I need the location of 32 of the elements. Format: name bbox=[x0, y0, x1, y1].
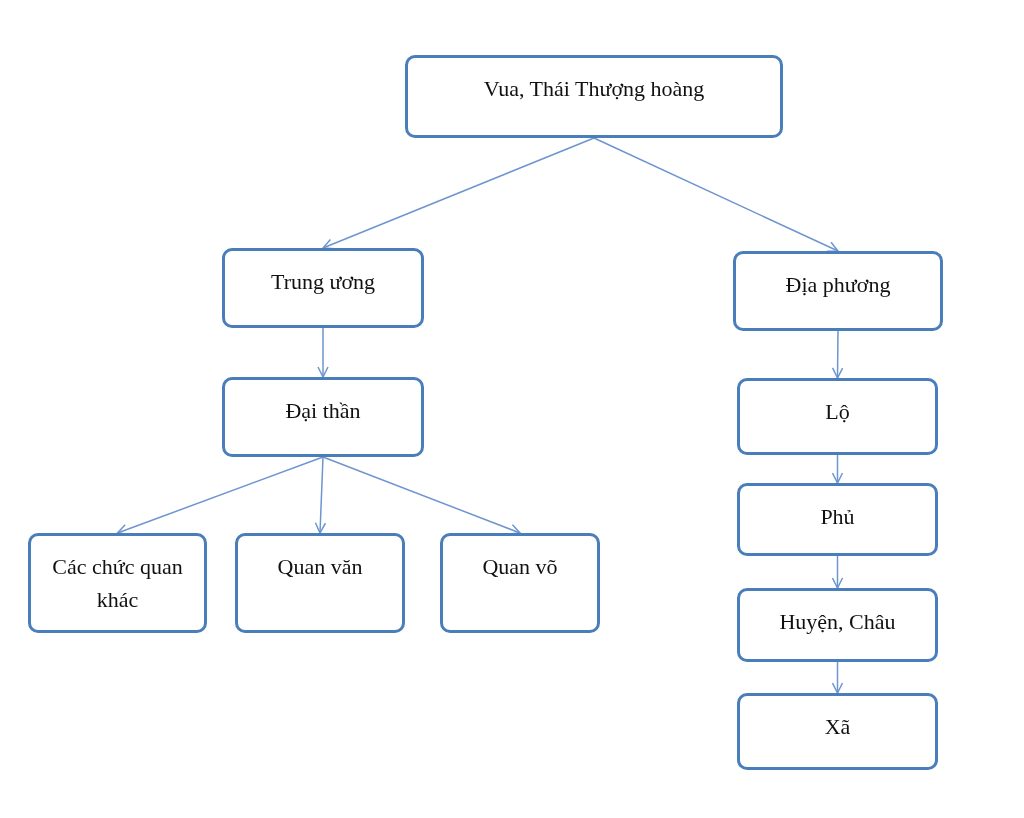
box-label: Đại thần bbox=[284, 397, 362, 425]
arrow bbox=[322, 137, 595, 250]
process-box bbox=[737, 588, 938, 662]
process-box bbox=[440, 533, 600, 633]
box-label: Phủ bbox=[819, 503, 856, 531]
arrow bbox=[314, 456, 327, 534]
box-label: Các chức quan khác bbox=[51, 553, 184, 614]
box-label: Huyện, Châu bbox=[778, 608, 897, 636]
process-box bbox=[28, 533, 207, 633]
arrow bbox=[831, 661, 844, 694]
process-box bbox=[737, 378, 938, 455]
arrow bbox=[322, 456, 521, 535]
box-label: Lộ bbox=[824, 398, 851, 426]
box-label: Quan võ bbox=[481, 553, 559, 581]
box-label: Trung ương bbox=[269, 268, 377, 296]
process-box bbox=[235, 533, 405, 633]
process-box bbox=[222, 248, 424, 328]
arrow bbox=[831, 330, 844, 379]
process-box bbox=[737, 693, 938, 770]
arrow bbox=[317, 327, 329, 378]
arrow bbox=[593, 137, 839, 253]
process-box bbox=[405, 55, 783, 138]
box-label: Địa phương bbox=[784, 271, 892, 299]
arrow bbox=[831, 454, 844, 484]
box-label: Quan văn bbox=[276, 553, 364, 581]
process-box bbox=[222, 377, 424, 457]
arrow bbox=[116, 456, 324, 535]
box-label: Xã bbox=[823, 713, 852, 741]
box-label: Vua, Thái Thượng hoàng bbox=[482, 75, 706, 103]
process-box bbox=[733, 251, 943, 331]
process-box bbox=[737, 483, 938, 556]
arrow bbox=[831, 555, 844, 589]
